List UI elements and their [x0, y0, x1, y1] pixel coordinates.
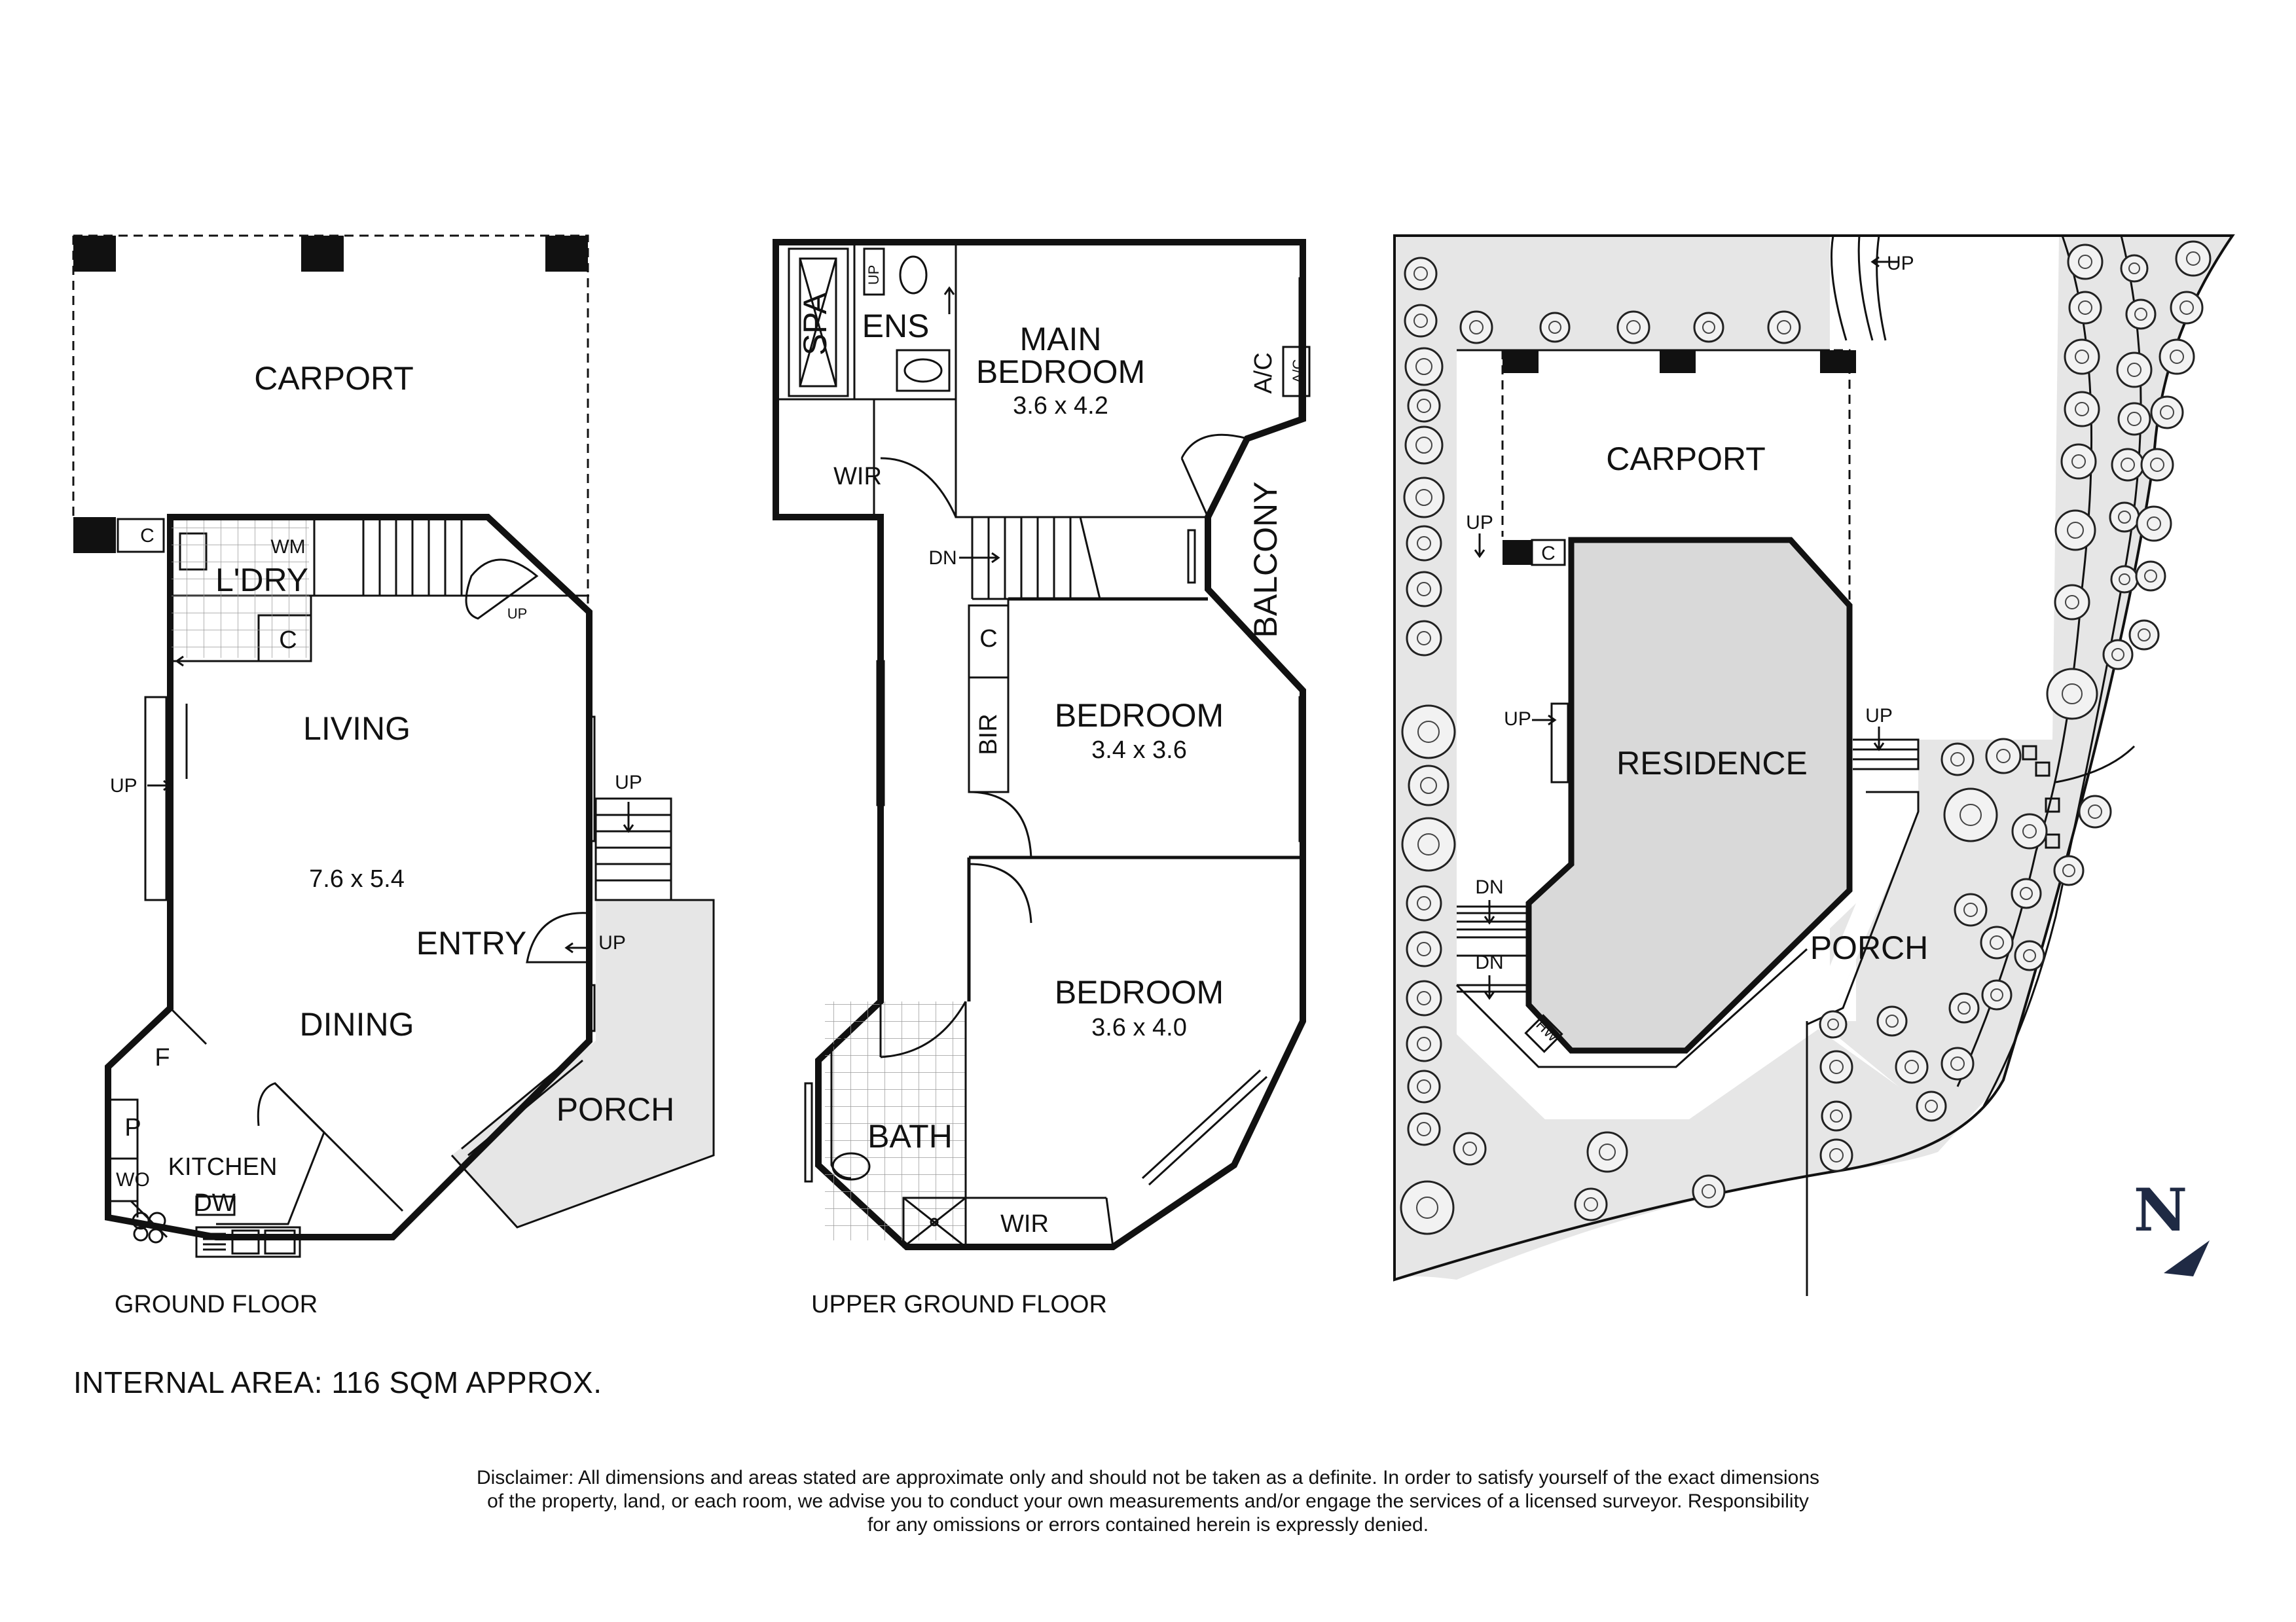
- upper-floor-caption: UPPER GROUND FLOOR: [811, 1291, 1107, 1318]
- site-up-porch-label: UP: [1865, 705, 1893, 727]
- bedroom2-dimensions: 3.4 x 3.6: [1091, 736, 1187, 764]
- disclaimer-line: for any omissions or errors contained he…: [867, 1514, 1429, 1536]
- residence-label: RESIDENCE: [1616, 745, 1808, 782]
- dishwasher: [195, 1195, 236, 1216]
- ground-floor-caption: GROUND FLOOR: [115, 1291, 318, 1318]
- kitchen-sink: [195, 1226, 301, 1258]
- site-up-carport-label: UP: [1466, 512, 1493, 533]
- living-dimensions: 7.6 x 5.4: [309, 865, 405, 893]
- upper-ground-floor-plan: [773, 239, 1311, 1250]
- upper-stairs: [971, 516, 1208, 600]
- ground-stairs: [362, 520, 539, 620]
- carport-cupboard-label: C: [140, 525, 155, 547]
- dishwasher-label: DW: [194, 1189, 235, 1217]
- balcony-label: BALCONY: [1247, 482, 1284, 638]
- north-arrow-icon: [2164, 1240, 2210, 1276]
- ground-floor-plan: [72, 234, 715, 1258]
- entry-up-label: UP: [598, 932, 626, 954]
- site-carport-label: CARPORT: [1606, 441, 1766, 477]
- bedroom2-label: BEDROOM: [1055, 697, 1224, 734]
- bath-label: BATH: [867, 1118, 953, 1155]
- site-dn-1-label: DN: [1475, 876, 1503, 898]
- pantry-label: P: [124, 1114, 141, 1142]
- site-porch-label: PORCH: [1810, 929, 1929, 966]
- wir-top-label: WIR: [833, 463, 882, 490]
- north-label: N: [2134, 1176, 2187, 1245]
- cooktop: [130, 1200, 168, 1244]
- disclaimer-line: Disclaimer: All dimensions and areas sta…: [476, 1467, 1820, 1488]
- ac-unit-label: A/C: [1290, 359, 1306, 384]
- bir-label: BIR: [975, 713, 1002, 755]
- bedroom3-dimensions: 3.6 x 4.0: [1091, 1014, 1187, 1041]
- upper-stairs-dn-label: DN: [928, 547, 957, 569]
- carport-label: CARPORT: [254, 360, 414, 397]
- carport-post: [545, 236, 588, 272]
- wall-oven-label: WO: [116, 1169, 150, 1191]
- ground-porch-area: [452, 900, 714, 1227]
- site-plan: [1393, 234, 2235, 1296]
- porch-stairs-up-label: UP: [615, 772, 642, 793]
- spa-label: SPA: [797, 292, 833, 355]
- carport-post: [301, 236, 344, 272]
- upper-cupboard-label: C: [979, 625, 997, 653]
- site-dn-2-label: DN: [1475, 952, 1503, 973]
- dining-label: DINING: [300, 1006, 414, 1043]
- residence-footprint: [1525, 537, 1853, 1054]
- ground-porch-label: PORCH: [556, 1091, 675, 1128]
- ground-floor-walls: [105, 514, 592, 1240]
- main-bedroom-dimensions: 3.6 x 4.2: [1013, 392, 1108, 420]
- disclaimer-line: of the property, land, or each room, we …: [487, 1490, 1809, 1512]
- living-label: LIVING: [303, 710, 410, 747]
- internal-area: INTERNAL AREA: 116 SQM APPROX.: [73, 1365, 602, 1399]
- laundry-label: L'DRY: [215, 562, 308, 598]
- stairs-up-label: UP: [507, 605, 528, 622]
- main-bedroom-label-2: BEDROOM: [976, 353, 1145, 390]
- carport-cupboard: [117, 518, 165, 553]
- bedroom3-label: BEDROOM: [1055, 974, 1224, 1011]
- carport-post: [73, 236, 116, 272]
- wm-label: WM: [270, 536, 305, 558]
- upper-floor-walls: [773, 239, 1306, 1250]
- ensuite-label: ENS: [862, 308, 930, 344]
- entry-label: ENTRY: [416, 925, 527, 962]
- window-up-label: UP: [110, 775, 137, 797]
- disclaimer: Disclaimer: All dimensions and areas sta…: [0, 1466, 2296, 1537]
- laundry-cupboard-label: C: [279, 626, 297, 654]
- site-trees: [1400, 240, 2212, 1235]
- wir-bottom-label: WIR: [1000, 1210, 1049, 1238]
- fridge-label: F: [155, 1044, 170, 1072]
- porch-stairs: [594, 797, 672, 901]
- site-cupboard-label: C: [1541, 543, 1556, 564]
- carport-post: [73, 517, 116, 553]
- ac-label: A/C: [1250, 352, 1277, 393]
- site-up-side-label: UP: [1504, 708, 1531, 730]
- site-up-top-label: UP: [1887, 253, 1914, 274]
- main-bedroom-label-1: MAIN: [1020, 321, 1102, 357]
- ensuite-up-label: UP: [866, 265, 882, 285]
- kitchen-label: KITCHEN: [168, 1153, 278, 1181]
